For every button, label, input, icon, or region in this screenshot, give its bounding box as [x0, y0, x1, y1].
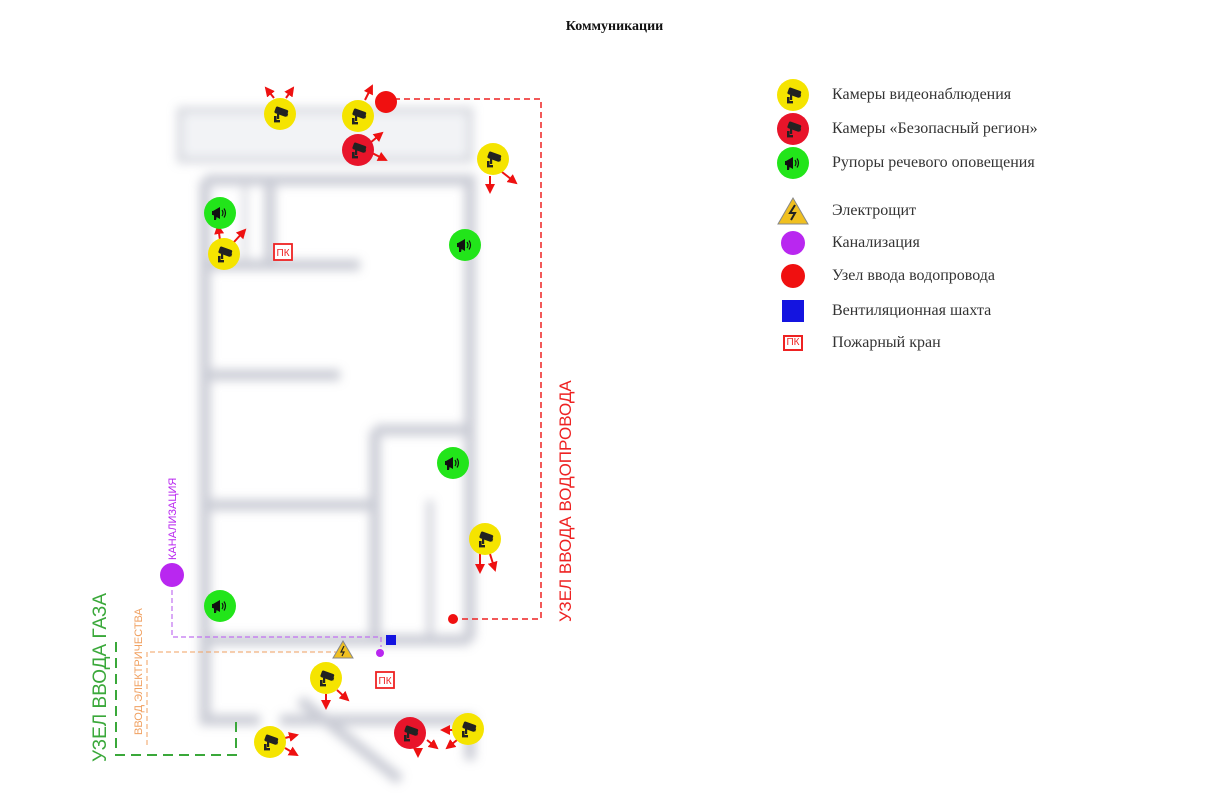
legend-label: Канализация [832, 234, 920, 251]
legend-label: Рупоры речевого оповещения [832, 154, 1035, 171]
gas-line [115, 642, 237, 756]
electricity-inlet-label: ВВОД ЭЛЕКТРИЧЕСТВА [133, 608, 145, 735]
legend-item-safe-region-camera: Камеры «Безопасный регион» [776, 113, 1038, 145]
electric-panel-icon [776, 196, 810, 226]
legend-label: Узел ввода водопровода [832, 267, 996, 284]
speaker-icon [776, 147, 810, 179]
camera-marker [342, 84, 374, 132]
svg-text:ПК: ПК [276, 248, 289, 259]
safe-region-camera-marker [394, 717, 439, 758]
speaker-marker [449, 229, 481, 261]
sewer-line [171, 590, 382, 647]
fire-hydrant-marker: ПК [375, 671, 395, 689]
sewer-label: КАНАЛИЗАЦИЯ [167, 477, 179, 560]
electric-panel-marker [332, 640, 354, 659]
legend-label: Электрощит [832, 202, 917, 219]
water-inlet-icon [776, 261, 810, 291]
sewer-icon [776, 228, 810, 258]
legend-item-fire-hydrant: ПК Пожарный кран [776, 328, 941, 358]
camera-icon [776, 79, 810, 111]
fire-hydrant-icon: ПК [776, 328, 810, 358]
camera-marker [477, 143, 518, 194]
water-line [392, 98, 542, 620]
legend-label: Пожарный кран [832, 334, 941, 351]
legend-item-ventilation: Вентиляционная шахта [776, 296, 991, 326]
camera-marker [264, 86, 296, 130]
fire-hydrant-symbol: ПК [783, 335, 803, 351]
water-inlet-label: УЗЕЛ ВВОДА ВОДОПРОВОДА [556, 380, 575, 622]
ventilation-shaft-icon [776, 296, 810, 326]
sewer-point [376, 649, 384, 657]
camera-marker [254, 726, 299, 758]
legend-item-speaker: Рупоры речевого оповещения [776, 147, 1035, 179]
speaker-marker [204, 590, 236, 622]
page-title: Коммуникации [565, 19, 664, 34]
legend-label: Камеры «Безопасный регион» [832, 120, 1038, 137]
fire-hydrant-marker: ПК [273, 243, 293, 261]
water-inlet-point [448, 614, 458, 624]
legend-item-camera: Камеры видеонаблюдения [776, 79, 1011, 111]
legend-label: Вентиляционная шахта [832, 302, 992, 319]
svg-text:ПК: ПК [378, 676, 391, 687]
gas-inlet-label: УЗЕЛ ВВОДА ГАЗА [90, 592, 111, 762]
safe-region-camera-icon [776, 113, 810, 145]
electricity-line [146, 651, 336, 745]
speaker-marker [437, 447, 469, 479]
legend-item-electric-panel: Электрощит [776, 196, 916, 226]
water-inlet-marker [375, 91, 397, 113]
camera-marker [310, 662, 350, 710]
camera-marker [440, 713, 484, 750]
legend-label: Камеры видеонаблюдения [832, 86, 1012, 103]
camera-marker [469, 523, 501, 574]
legend-item-water-inlet: Узел ввода водопровода [776, 261, 995, 291]
ventilation-shaft-marker [386, 635, 396, 645]
safe-region-camera-marker [342, 131, 388, 166]
sewer-marker [160, 563, 184, 587]
legend-item-sewer: Канализация [776, 228, 920, 258]
speaker-marker [204, 197, 236, 229]
